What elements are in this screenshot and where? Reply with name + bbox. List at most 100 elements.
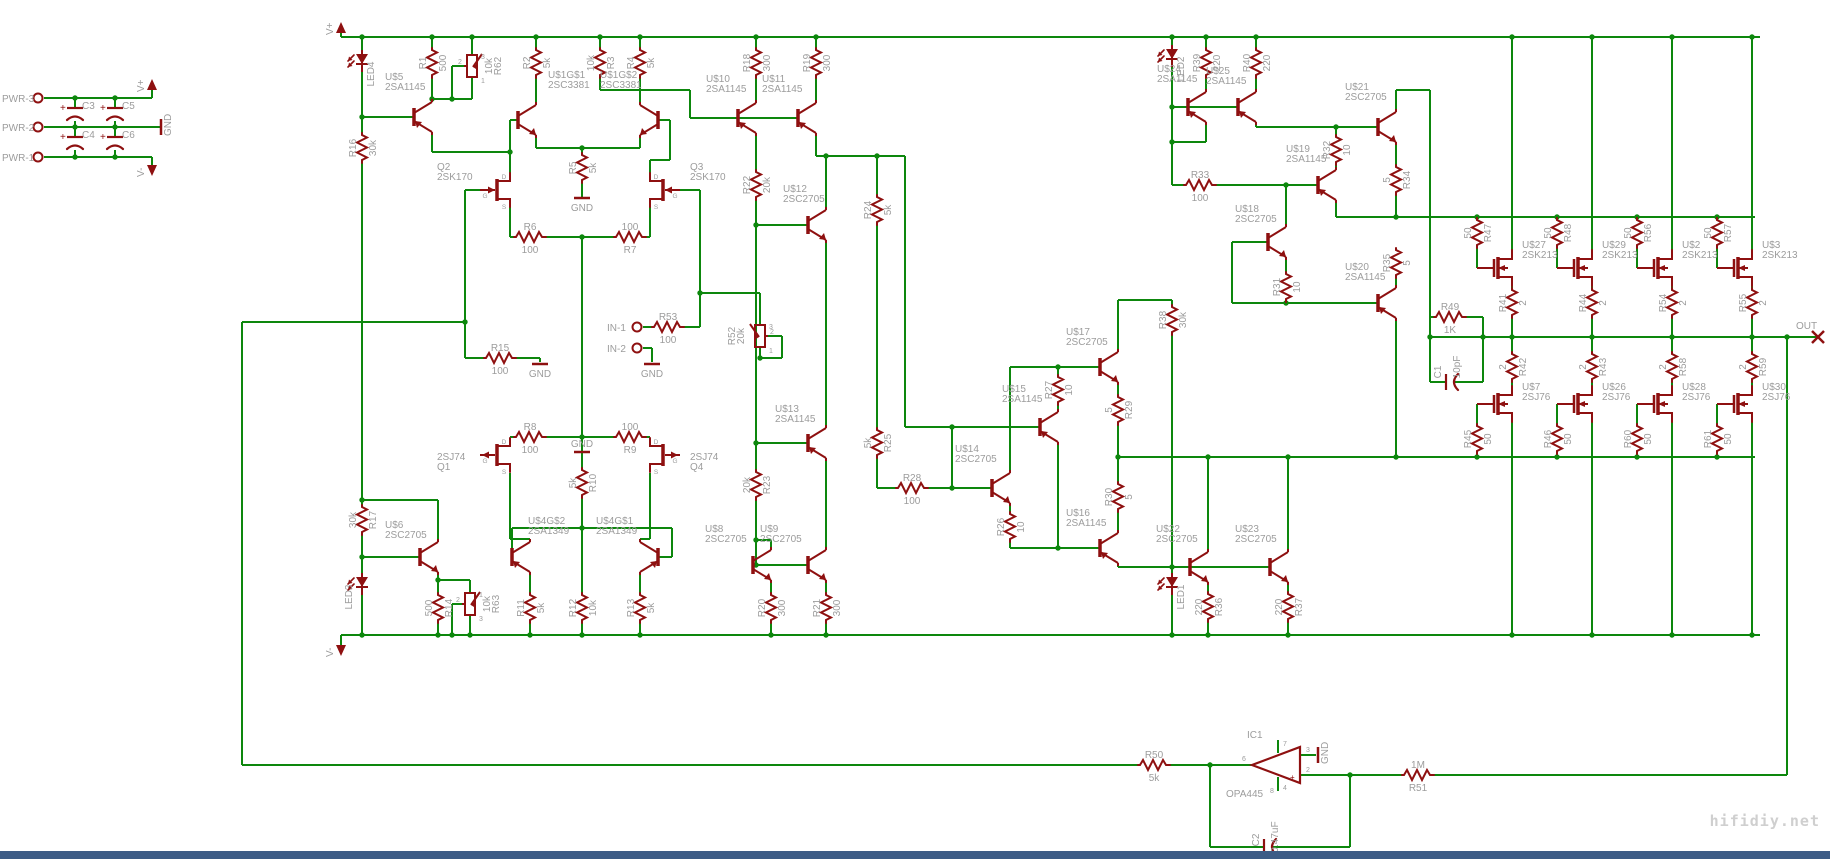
opamp-IC1	[1248, 745, 1302, 785]
cap-label: C5	[122, 101, 135, 112]
junction-dot	[429, 34, 435, 40]
cap-label: 10pF	[1452, 356, 1463, 379]
resistor-R31	[1278, 271, 1294, 303]
pin-letter: S	[502, 204, 507, 211]
junction-dot	[1283, 182, 1289, 188]
transistor-value: 2SC2705	[1235, 534, 1277, 545]
mosfet-drain	[1577, 385, 1593, 396]
resistor-label: R17	[368, 510, 379, 529]
transistor-value: 2SA1349	[528, 526, 570, 537]
cap-polarity: +	[60, 132, 66, 143]
resistor-R32	[1328, 134, 1344, 166]
pnp-arrow-icon	[1101, 552, 1108, 559]
watermark: hifidiy.net	[1709, 812, 1820, 830]
resistor-label: R49	[1441, 302, 1460, 313]
resistor-R43	[1584, 351, 1600, 383]
resistor-R37	[1280, 591, 1296, 623]
resistor-label: R61	[1703, 429, 1714, 448]
resistor-R16	[354, 132, 370, 164]
pnp-arrow-icon	[1239, 111, 1246, 118]
pin-number: 7	[1283, 741, 1287, 748]
transistor-ref: U$29	[1602, 240, 1626, 251]
pnp-arrow-icon	[1189, 111, 1196, 118]
junction-dot	[1749, 34, 1755, 40]
connector-label: IN-1	[607, 323, 626, 334]
resistor-label: 5k	[536, 602, 547, 614]
resistor-label: 1K	[1444, 325, 1457, 336]
resistor-R17	[354, 504, 370, 536]
pin-letter: S	[502, 469, 507, 476]
resistor-label: 100	[1192, 193, 1209, 204]
junction-dot	[1589, 334, 1595, 340]
junction-dot	[697, 290, 703, 296]
transistor-value: 2SC2705	[1345, 92, 1387, 103]
transistor-ref: U$1G$2	[600, 70, 638, 81]
led-label: LED3	[344, 584, 355, 609]
cap-label: C4	[82, 130, 95, 141]
resistor-R44	[1584, 287, 1600, 319]
rail-label: V+	[136, 79, 147, 92]
transistor-value: 2SC2705	[760, 534, 802, 545]
pin-letter: D	[654, 174, 659, 181]
resistor-R49	[1433, 309, 1467, 325]
npn-arrow-icon	[819, 233, 826, 240]
resistor-R28	[895, 480, 929, 496]
pnp-arrow-icon	[513, 561, 520, 568]
resistor-label: 220	[1262, 54, 1273, 71]
pin-number: 3	[769, 324, 773, 331]
junction-dot	[1589, 632, 1595, 638]
led-ray-icon	[1158, 57, 1163, 62]
resistor-label: 300	[822, 54, 833, 71]
resistor-R18	[748, 47, 764, 79]
resistor-R40	[1248, 47, 1264, 79]
resistor-label: 30k	[348, 511, 359, 528]
pin-letter: D	[654, 439, 659, 446]
collector	[1267, 226, 1287, 239]
cap-polarity: +	[100, 103, 106, 114]
transistor-ref: U$5	[385, 72, 404, 83]
resistor-label: 50	[1623, 227, 1634, 239]
junction-dot	[1169, 139, 1175, 145]
resistor-label: 5	[1124, 494, 1135, 500]
transistor-ref: U$23	[1235, 524, 1259, 535]
junction-dot	[579, 434, 585, 440]
opamp-value: OPA445	[1226, 789, 1263, 800]
transistor-value: 2SJ76	[1762, 392, 1791, 403]
resistor-label: R50	[1145, 750, 1164, 761]
transistor-ref: U$14	[955, 444, 979, 455]
mosfet-source	[1497, 276, 1513, 287]
pin-letter: G	[672, 458, 677, 465]
pin-letter: G	[482, 458, 487, 465]
resistor-R58	[1664, 351, 1680, 383]
resistor-R23	[748, 469, 764, 501]
mosfet-arrow-icon	[1738, 401, 1745, 407]
junction-dot	[449, 96, 455, 102]
junction-dot	[1055, 364, 1061, 370]
mosfet-drain	[1497, 249, 1513, 260]
junction-dot	[949, 424, 955, 430]
junction-dot	[753, 440, 759, 446]
npn-arrow-icon	[431, 565, 438, 572]
trimmer-wiper	[749, 323, 760, 338]
resistor-label: R35	[1382, 253, 1393, 272]
junction-dot	[1169, 104, 1175, 110]
resistor-R61	[1709, 423, 1725, 455]
transistor-value: 2SA1349	[596, 526, 638, 537]
npn-arrow-icon	[640, 128, 647, 135]
junction-dot	[1749, 334, 1755, 340]
collector	[752, 549, 772, 562]
collector	[1377, 111, 1397, 124]
pin-number: 2	[456, 597, 460, 604]
resistor-label: 100	[660, 335, 677, 346]
resistor-R60	[1629, 423, 1645, 455]
trimmer-label: 10k	[484, 57, 495, 74]
pin-number: 1	[479, 592, 483, 599]
resistor-label: R41	[1498, 293, 1509, 312]
pin-number: 4	[1283, 785, 1287, 792]
mosfet-drain	[1737, 249, 1753, 260]
connector-label: IN-2	[607, 344, 626, 355]
junction-dot	[72, 95, 78, 101]
transistor-ref: U$12	[783, 184, 807, 195]
resistor-label: R24	[863, 200, 874, 219]
resistor-R26	[1002, 511, 1018, 543]
